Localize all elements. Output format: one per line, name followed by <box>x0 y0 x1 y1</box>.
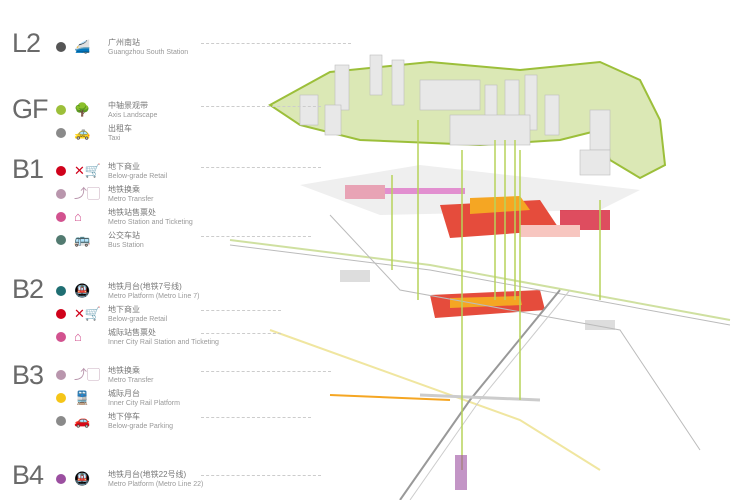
legend-label-cn: 地铁月台(地铁22号线) <box>108 470 187 479</box>
level-label-b2: B2 <box>12 274 44 304</box>
bus-icon: 🚌 <box>74 232 91 247</box>
color-dot <box>56 332 66 342</box>
legend-label-en: Below-grade Parking <box>108 423 173 430</box>
rail-icon: 🚆 <box>74 390 91 405</box>
legend-label-cn: 地下停车 <box>108 412 140 421</box>
color-dot <box>56 474 66 484</box>
retail-icon: ✕🛒 <box>74 163 102 178</box>
color-dot <box>56 286 66 296</box>
color-dot <box>56 370 66 380</box>
color-dot <box>56 416 66 426</box>
leader-line <box>201 310 281 311</box>
color-dot <box>56 393 66 403</box>
tree-icon: 🌳 <box>74 102 91 117</box>
legend-label-cn: 公交车站 <box>108 231 140 240</box>
color-dot <box>56 235 66 245</box>
metro-icon: 🚇 <box>74 471 91 486</box>
buildings <box>299 54 611 176</box>
color-dot <box>56 42 66 52</box>
level-label-b1: B1 <box>12 154 44 184</box>
legend-label-en: Metro Platform (Metro Line 7) <box>108 293 200 300</box>
ticketing-icon: ⌂ <box>74 329 82 344</box>
legend-label-cn: 地铁换乘 <box>108 366 140 375</box>
leader-line <box>201 43 351 44</box>
legend-label-en: Metro Transfer <box>108 377 154 384</box>
retail-icon: ✕🛒 <box>74 306 102 321</box>
taxi-icon: 🚕 <box>74 125 91 140</box>
leader-line <box>201 236 311 237</box>
leader-line <box>201 371 331 372</box>
legend-label-cn: 地铁站售票处 <box>108 208 156 217</box>
level-label-b4: B4 <box>12 460 44 490</box>
ticketing-icon: ⌂ <box>74 209 82 224</box>
legend-label-cn: 城际月台 <box>108 389 140 398</box>
leader-line <box>201 167 321 168</box>
legend-label-en: Below-grade Retail <box>108 173 168 180</box>
leader-line <box>201 417 311 418</box>
legend-label-cn: 地铁月台(地铁7号线) <box>108 282 182 291</box>
legend-label-cn: 地下商业 <box>108 305 140 314</box>
metro-icon: 🚇 <box>74 283 91 298</box>
legend-label-cn: 中轴景观带 <box>108 101 148 110</box>
train-icon: 🚄 <box>74 39 91 54</box>
vertical-cores <box>391 120 601 470</box>
level-label-l2: L2 <box>12 28 41 58</box>
rail-lines <box>229 214 731 500</box>
color-dot <box>56 309 66 319</box>
legend-label-cn: 广州南站 <box>108 38 140 47</box>
legend-label-en: Bus Station <box>108 242 144 249</box>
escalator-icon: ⤴▢ <box>74 186 101 201</box>
legend-label-cn: 出租车 <box>108 124 132 133</box>
legend-label-en: Guangzhou South Station <box>108 49 189 56</box>
legend-label-cn: 地下商业 <box>108 162 140 171</box>
color-dot <box>56 166 66 176</box>
escalator-icon: ⤴▢ <box>74 367 101 382</box>
color-dot <box>56 212 66 222</box>
color-dot <box>56 105 66 115</box>
legend-label-en: Taxi <box>108 135 121 142</box>
b1-level <box>345 185 610 238</box>
parking-icon: 🚗 <box>74 413 91 428</box>
legend-label-en: Metro Station and Ticketing <box>108 219 193 226</box>
legend-label-en: Inner City Rail Station and Ticketing <box>108 339 219 346</box>
legend-label-en: Inner City Rail Platform <box>108 400 180 407</box>
color-dot <box>56 128 66 138</box>
legend-label-en: Metro Transfer <box>108 196 154 203</box>
level-label-b3: B3 <box>12 360 44 390</box>
leader-line <box>201 475 321 476</box>
leader-line <box>201 106 321 107</box>
legend-label-en: Axis Landscape <box>108 112 158 119</box>
legend-label-en: Below-grade Retail <box>108 316 168 323</box>
leader-line <box>201 333 281 334</box>
legend-label-cn: 城际站售票处 <box>108 328 156 337</box>
legend-label-en: Metro Platform (Metro Line 22) <box>108 481 204 488</box>
color-dot <box>56 189 66 199</box>
level-label-gf: GF <box>12 94 48 124</box>
legend-label-cn: 地铁换乘 <box>108 185 140 194</box>
